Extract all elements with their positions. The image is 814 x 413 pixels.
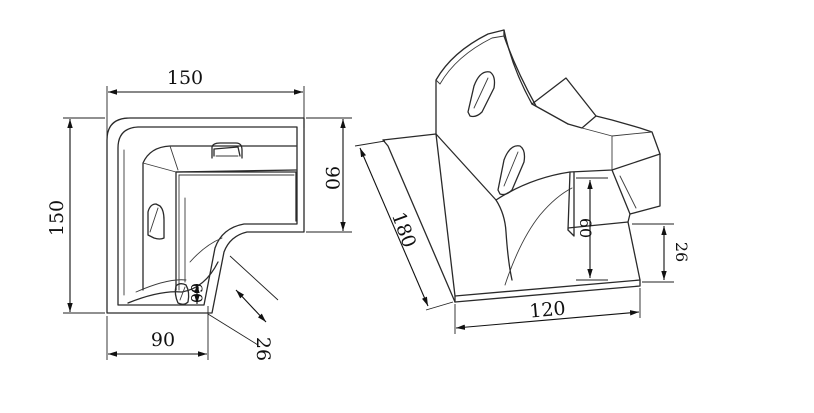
dim-left-height-label: 150	[46, 200, 68, 236]
left-view-extension-lines	[63, 86, 352, 360]
dim-top-width-label: 150	[167, 67, 203, 89]
right-view-extension-lines	[354, 140, 674, 334]
dim-right-height-label: 90	[321, 166, 343, 190]
right-view-outline	[382, 29, 661, 303]
left-view-outline	[106, 117, 305, 314]
left-view-dimension-labels: 150 150 90 90 60 26	[46, 67, 343, 361]
dim-height-label: 60	[576, 218, 595, 238]
left-view: 150 150 90 90 60 26	[46, 67, 352, 361]
dim-length-label: 180	[387, 209, 420, 251]
dim-slot-depth-label: 60	[187, 283, 206, 303]
dim-bottom-width-label: 90	[151, 329, 175, 351]
right-view-dimension-labels: 180 120 60 26	[387, 209, 691, 322]
right-view: 180 120 60 26	[354, 29, 691, 334]
dim-flange-label: 26	[252, 337, 274, 361]
left-view-dimension-lines	[67, 89, 346, 357]
right-view-dimension-lines	[359, 147, 667, 330]
dim-base-width-label: 120	[528, 297, 566, 322]
dim-right-flange-label: 26	[672, 242, 691, 262]
